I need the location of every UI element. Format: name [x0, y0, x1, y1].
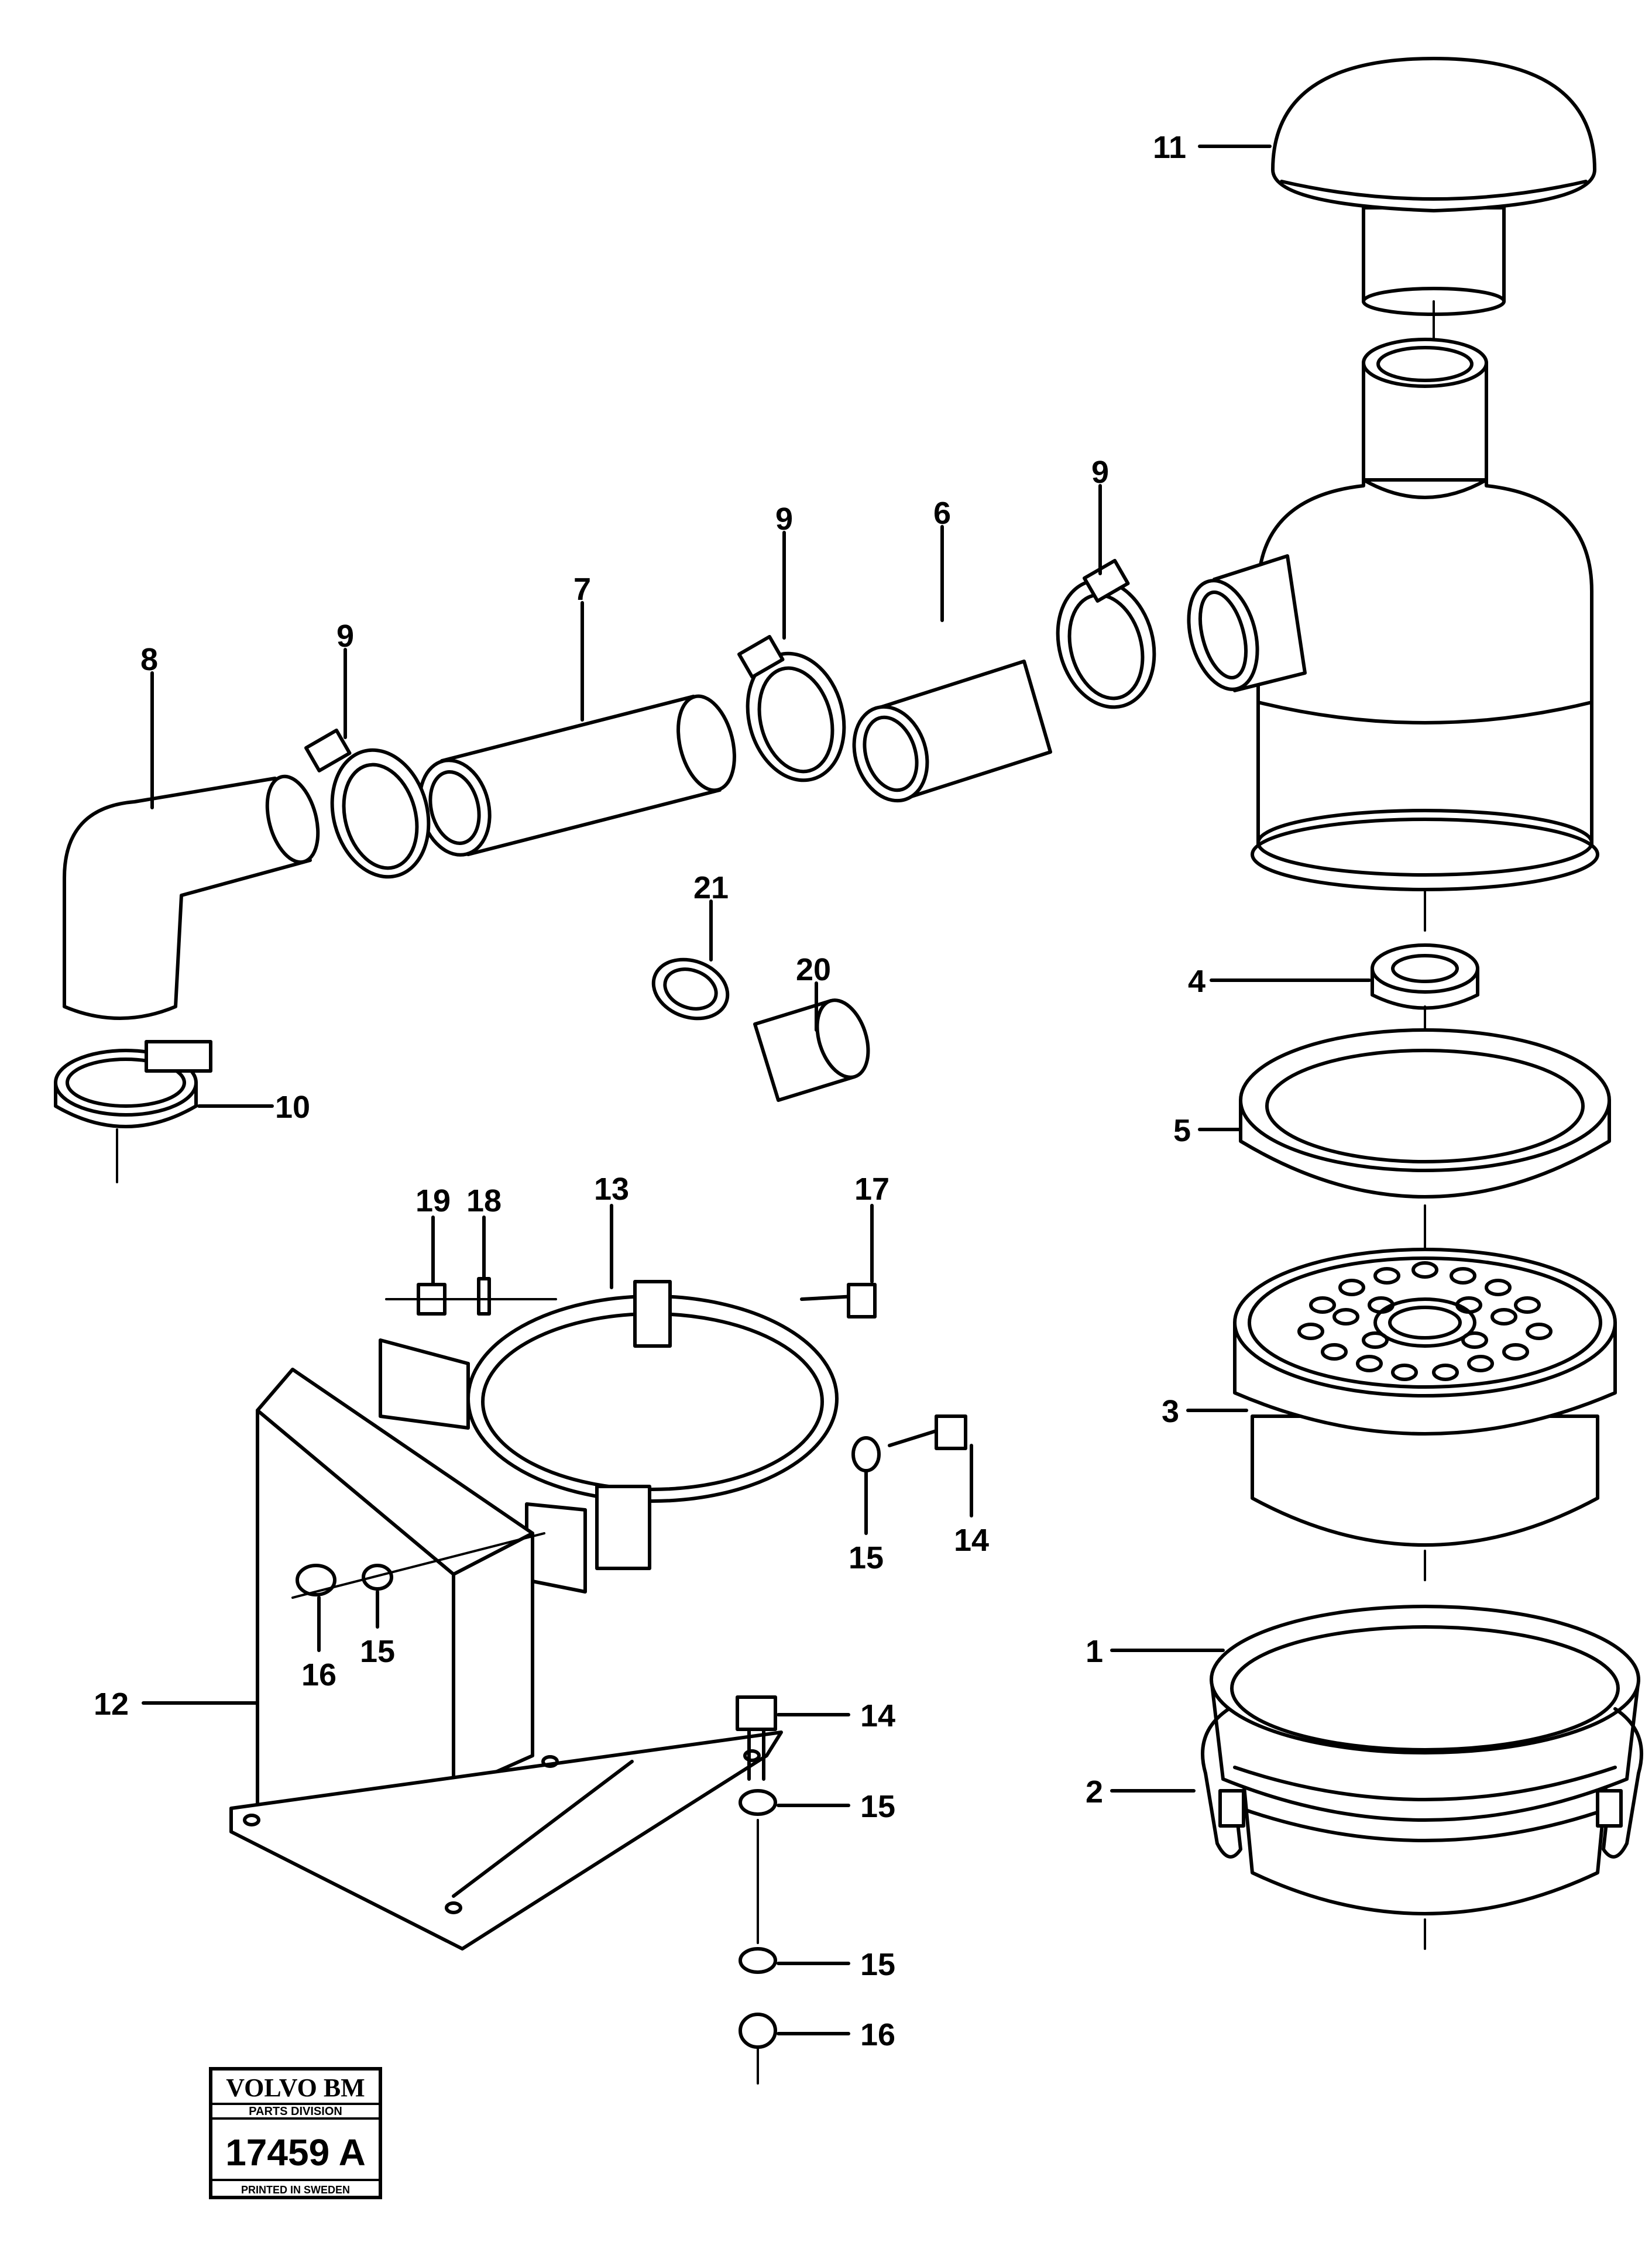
callout-14-a: 14 [954, 1523, 989, 1558]
hose-part-6 [852, 660, 1052, 803]
hose-clamp-part-21 [651, 957, 730, 1021]
bolt-part-14-b [736, 1695, 777, 1781]
callout-5: 5 [1173, 1113, 1191, 1148]
stamp-division: PARTS DIVISION [249, 2105, 342, 2118]
leader-lines [142, 145, 1371, 2035]
callout-21: 21 [693, 870, 729, 905]
elbow-hose-part-8 [63, 774, 320, 1020]
bracket-stand-part-12 [229, 1368, 783, 1951]
hose-clamp-part-10 [54, 1040, 212, 1183]
washer-part-15-a [851, 1436, 881, 1472]
bolt-part-14-a [888, 1414, 967, 1450]
gasket-ring-part-5 [1239, 1028, 1611, 1254]
callout-3: 3 [1162, 1394, 1179, 1429]
clamp-latches-part-2 [1201, 1707, 1643, 1859]
callout-20: 20 [796, 952, 831, 987]
hose-clamp-part-9-a [304, 728, 431, 879]
washer-part-15-c [739, 1789, 777, 1816]
nut-part-16-a [296, 1564, 336, 1596]
screw-part-17 [800, 1283, 877, 1319]
callout-6: 6 [933, 496, 951, 531]
callout-15-d: 15 [860, 1947, 895, 1982]
washer-part-15-b [362, 1564, 393, 1591]
hose-clamp-part-9-b [737, 634, 846, 782]
nut-part-16-b [739, 2013, 777, 2049]
seal-ring-part-4 [1371, 943, 1479, 1049]
rain-cap-part-11 [1271, 57, 1596, 352]
plug-part-20 [753, 998, 870, 1102]
callout-9-c: 9 [1091, 455, 1109, 490]
air-cleaner-housing [1187, 338, 1599, 932]
callout-numbers: 11 4 5 3 1 2 6 7 8 9 9 9 10 12 13 17 18 … [94, 130, 1205, 2052]
stamp-brand: VOLVO BM [226, 2073, 365, 2102]
washer-part-15-d [739, 1947, 777, 1974]
pin-part-18 [477, 1277, 491, 1316]
callout-12: 12 [94, 1687, 129, 1722]
callout-1: 1 [1086, 1634, 1103, 1669]
callout-16-b: 16 [860, 2017, 895, 2052]
hose-part-7 [418, 694, 736, 857]
callout-10: 10 [275, 1090, 310, 1125]
callout-9-a: 9 [336, 619, 354, 654]
mounting-band-part-13 [379, 1280, 839, 1594]
callout-15-a: 15 [849, 1540, 884, 1575]
callout-16-a: 16 [301, 1657, 336, 1692]
dust-cup-part-1 [1210, 1605, 1640, 1950]
volvo-bm-stamp: VOLVO BM PARTS DIVISION 17459 A PRINTED … [209, 2067, 382, 2199]
callout-19: 19 [415, 1183, 451, 1218]
callout-9-b: 9 [775, 502, 793, 537]
callout-2: 2 [1086, 1774, 1103, 1809]
perforation-holes [1297, 1261, 1553, 1381]
callout-4: 4 [1188, 964, 1205, 999]
callout-11: 11 [1153, 130, 1186, 165]
stamp-printed: PRINTED IN SWEDEN [241, 2184, 350, 2196]
hose-clamp-part-9-c [1056, 558, 1156, 709]
callout-7: 7 [573, 572, 591, 607]
callout-15-b: 15 [360, 1634, 395, 1669]
callout-15-c: 15 [860, 1789, 895, 1824]
callout-13: 13 [594, 1172, 629, 1207]
callout-8: 8 [140, 642, 158, 677]
callout-14-b: 14 [860, 1698, 895, 1733]
callout-17: 17 [854, 1172, 889, 1207]
filter-element-part-3 [1233, 1248, 1617, 1581]
stamp-number: 17459 A [225, 2131, 366, 2174]
callout-18: 18 [466, 1183, 502, 1218]
